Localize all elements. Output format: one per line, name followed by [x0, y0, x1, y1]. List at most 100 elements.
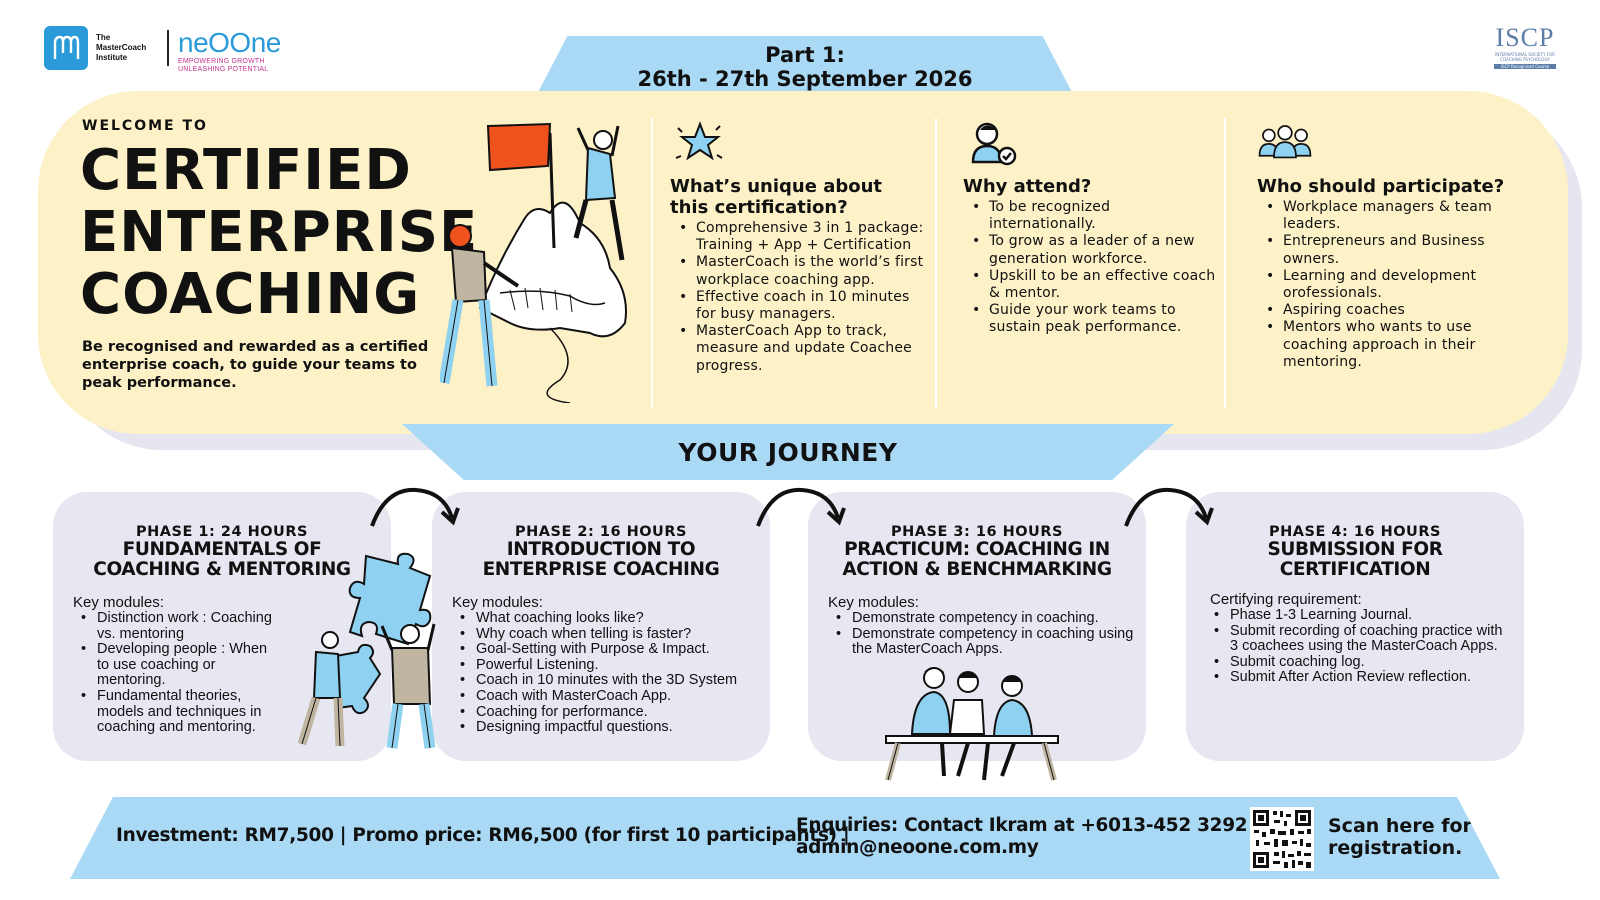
curved-arrow-icon: [1124, 487, 1214, 527]
phase-4-lead: Certifying requirement:: [1210, 591, 1362, 608]
mastercoach-logo: The MasterCoach Institute: [44, 26, 160, 70]
welcome-label: WELCOME TO: [82, 118, 208, 134]
unique-list: Comprehensive 3 in 1 package: Training +…: [670, 220, 932, 375]
list-item: Effective coach in 10 minutes for busy m…: [670, 289, 932, 323]
curved-arrow-icon: [756, 487, 846, 527]
neoone-logo-text: neOOne: [178, 27, 281, 58]
scan-line-2: registration.: [1328, 837, 1463, 859]
hero-divider-3: [1224, 118, 1226, 408]
enquiry-line-1: Enquiries: Contact Ikram at +6013-452 32…: [796, 815, 1275, 836]
list-item: To grow as a leader of a new generation …: [963, 233, 1221, 267]
phase-4-hours: PHASE 4: 16 HOURS: [1269, 524, 1441, 540]
list-item: Goal-Setting with Purpose & Impact.: [452, 642, 760, 658]
phase-2-list: What coaching looks like? Why coach when…: [452, 610, 760, 736]
curved-arrow-icon: [370, 487, 460, 527]
hero-subtitle: Be recognised and rewarded as a certifie…: [82, 339, 429, 391]
list-item: Powerful Listening.: [452, 657, 760, 674]
phase-1-title-line-1: FUNDAMENTALS OF: [122, 539, 322, 560]
phase-2-lead: Key modules:: [452, 594, 543, 611]
list-item: Submit After Action Review reflection.: [1206, 670, 1514, 686]
page-title: CERTIFIED ENTERPRISE COACHING: [80, 140, 478, 326]
list-item: Distinction work : Coaching vs. mentorin…: [73, 610, 279, 642]
phase-4-title-line-1: SUBMISSION FOR: [1267, 539, 1443, 560]
date-banner-dates: 26th - 27th September 2026: [637, 66, 973, 91]
title-line-2: ENTERPRISE: [80, 200, 479, 265]
enquiry-text: Enquiries: Contact Ikram at +6013-452 32…: [796, 815, 1275, 859]
title-line-1: CERTIFIED: [80, 138, 412, 203]
phase-4-title-line-2: CERTIFICATION: [1279, 559, 1431, 580]
neoone-tagline-1: EMPOWERING GROWTH: [178, 58, 265, 65]
hero-divider-2: [935, 118, 937, 408]
phase-4-title: SUBMISSION FOR CERTIFICATION: [1186, 540, 1524, 580]
mastercoach-logo-text: The MasterCoach Institute: [96, 33, 147, 62]
list-item: Aspiring coaches: [1257, 302, 1527, 319]
list-item: Mentors who wants to use coaching approa…: [1257, 319, 1527, 371]
phase-3-title: PRACTICUM: COACHING IN ACTION & BENCHMAR…: [808, 540, 1146, 580]
list-item: Phase 1-3 Learning Journal.: [1206, 607, 1514, 624]
list-item: Workplace managers & team leaders.: [1257, 199, 1527, 233]
scan-line-1: Scan here for: [1328, 815, 1472, 837]
date-banner-part: Part 1:: [765, 42, 845, 67]
who-heading: Who should participate?: [1257, 176, 1505, 197]
list-item: Demonstrate competency in coaching.: [828, 610, 1136, 627]
phase-2-title: INTRODUCTION TO ENTERPRISE COACHING: [432, 540, 770, 580]
unique-heading: What’s unique about this certification?: [670, 176, 932, 218]
list-item: Why coach when telling is faster?: [452, 626, 760, 643]
unique-column: What’s unique about this certification? …: [670, 118, 932, 375]
phase-1-hours: PHASE 1: 24 HOURS: [136, 524, 308, 540]
neoone-tagline-2: UNLEASHING POTENTIAL: [178, 66, 269, 73]
phase-2-hours: PHASE 2: 16 HOURS: [515, 524, 687, 540]
phase-3-hours: PHASE 3: 16 HOURS: [891, 524, 1063, 540]
list-item: Guide your work teams to sustain peak pe…: [963, 302, 1221, 336]
phase-3-title-line-1: PRACTICUM: COACHING IN: [844, 539, 1110, 560]
phase-3-lead: Key modules:: [828, 594, 919, 611]
puzzle-team-illustration: [297, 552, 436, 749]
mastercoach-logo-icon: [44, 26, 88, 70]
list-item: Coaching for performance.: [452, 704, 760, 721]
list-item: What coaching looks like?: [452, 610, 760, 627]
list-item: Upskill to be an effective coach & mento…: [963, 268, 1221, 302]
phase-3-body: Key modules: Demonstrate competency in c…: [828, 595, 1136, 658]
unique-heading-line-1: What’s unique about: [670, 176, 883, 197]
neoone-logo: neOOne EMPOWERING GROWTH UNLEASHING POTE…: [178, 28, 281, 74]
iscp-logo-small: INTERNATIONAL SOCIETY FOR COACHING PSYCH…: [1495, 52, 1555, 62]
list-item: Submit coaching log.: [1206, 654, 1514, 671]
star-icon: [675, 121, 723, 161]
list-item: To be recognized internationally.: [963, 199, 1221, 233]
why-heading: Why attend?: [963, 176, 1092, 197]
phase-1-title-line-2: COACHING & MENTORING: [93, 559, 351, 580]
phase-2-title-line-2: ENTERPRISE COACHING: [482, 559, 720, 580]
group-icon: [1258, 125, 1312, 159]
person-check-icon: [971, 122, 1017, 166]
phase-1-lead: Key modules:: [73, 594, 164, 611]
list-item: Designing impactful questions.: [452, 720, 760, 736]
unique-heading-line-2: this certification?: [670, 197, 848, 218]
phase-4-card: PHASE 4: 16 HOURS SUBMISSION FOR CERTIFI…: [1186, 492, 1524, 761]
list-item: Fundamental theories, models and techniq…: [73, 688, 279, 736]
list-item: MasterCoach is the world’s first workpla…: [670, 254, 932, 288]
phase-4-body: Certifying requirement: Phase 1-3 Learni…: [1206, 592, 1514, 686]
phase-3-title-line-2: ACTION & BENCHMARKING: [842, 559, 1112, 580]
why-column: Why attend? To be recognized internation…: [963, 118, 1221, 337]
enquiry-email[interactable]: admin@neoone.com.my: [796, 837, 1039, 858]
phase-1-card: PHASE 1: 24 HOURS FUNDAMENTALS OF COACHI…: [53, 492, 391, 761]
who-list: Workplace managers & team leaders. Entre…: [1257, 199, 1527, 371]
mountain-climbers-illustration: [440, 122, 627, 403]
phase-2-title-line-1: INTRODUCTION TO: [506, 539, 696, 560]
phase-4-list: Phase 1-3 Learning Journal. Submit recor…: [1206, 607, 1514, 686]
footer-banner: Investment: RM7,500 | Promo price: RM6,5…: [70, 797, 1500, 879]
iscp-logo: ISCP INTERNATIONAL SOCIETY FOR COACHING …: [1492, 24, 1558, 69]
logo-divider: [167, 30, 169, 66]
list-item: Coach in 10 minutes with the 3D System: [452, 673, 760, 689]
phase-1-body: Key modules: Distinction work : Coaching…: [73, 595, 279, 736]
price-text: Investment: RM7,500 | Promo price: RM6,5…: [116, 825, 850, 846]
why-list: To be recognized internationally. To gro…: [963, 199, 1221, 337]
iscp-logo-text: ISCP: [1495, 23, 1555, 52]
list-item: Coach with MasterCoach App.: [452, 688, 760, 705]
list-item: Learning and development orofessionals.: [1257, 268, 1527, 302]
who-column: Who should participate? Workplace manage…: [1257, 118, 1527, 371]
iscp-logo-bar: ISCP Recognised Course: [1494, 64, 1556, 69]
list-item: MasterCoach App to track, measure and up…: [670, 323, 932, 375]
phase-1-title: FUNDAMENTALS OF COACHING & MENTORING: [53, 540, 391, 580]
registration-qr-code[interactable]: [1250, 807, 1314, 871]
